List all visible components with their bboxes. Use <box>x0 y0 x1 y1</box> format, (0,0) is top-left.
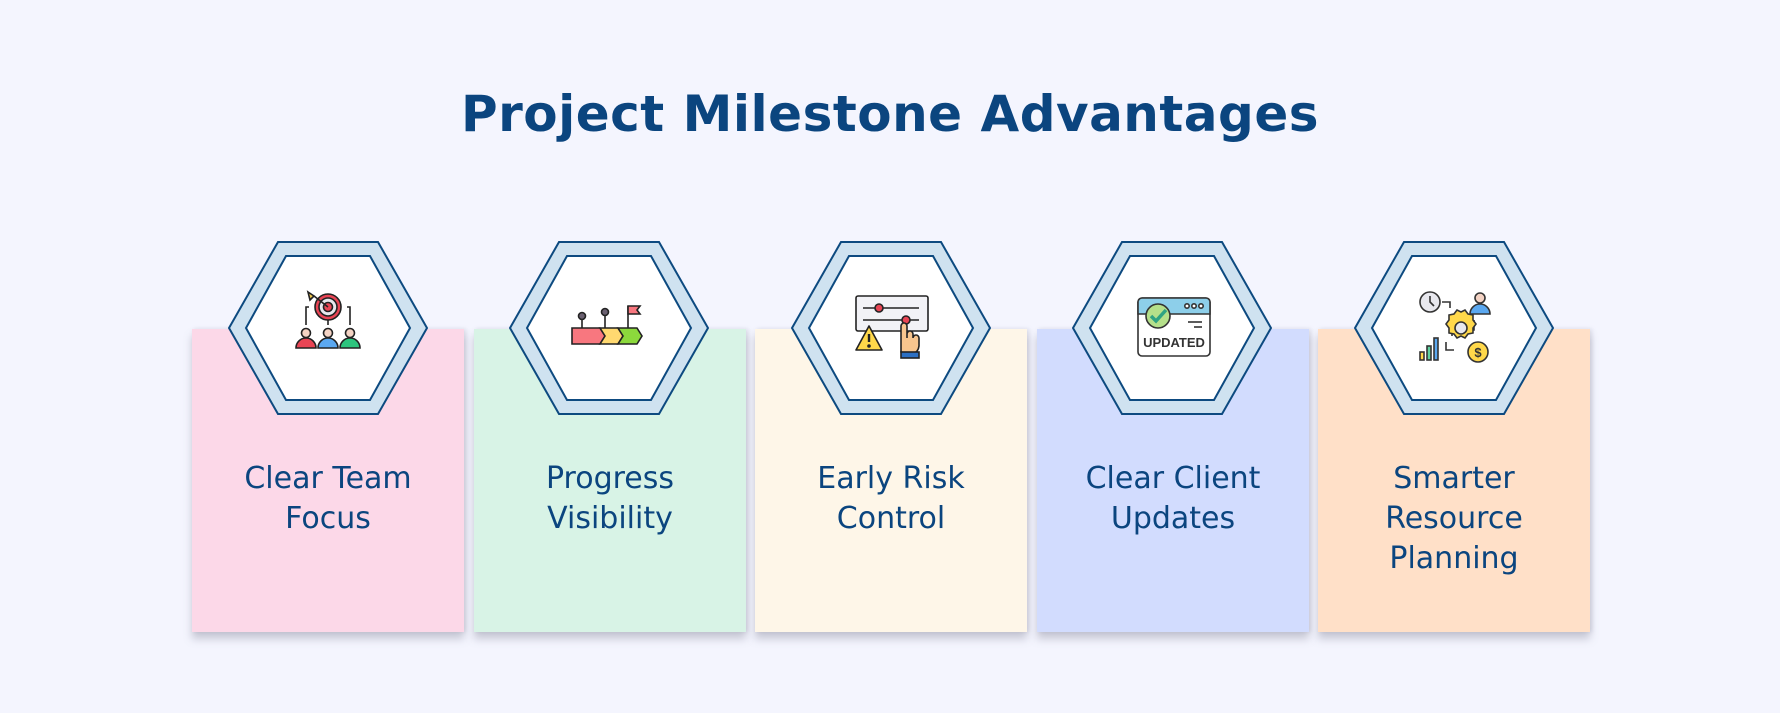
resource-planning-icon: $ <box>1419 291 1491 363</box>
milestone-progress-icon <box>571 305 643 345</box>
risk-control-icon <box>855 295 929 359</box>
card-label: Clear Client Updates <box>1085 461 1261 536</box>
hexagon-badge: UPDATED <box>1072 241 1272 415</box>
updated-text: UPDATED <box>1143 335 1205 350</box>
card-label: Progress Visibility <box>545 461 675 536</box>
page-title: Project Milestone Advantages <box>460 85 1320 143</box>
updated-window-icon: UPDATED <box>1137 297 1211 357</box>
card-label: Clear Team Focus <box>244 461 412 536</box>
dollar-sign-text: $ <box>1474 345 1482 360</box>
card-label: Early Risk Control <box>817 461 965 536</box>
target-team-icon <box>295 290 361 349</box>
hexagon-badge <box>228 241 428 415</box>
hexagon-badge <box>791 241 991 415</box>
hexagon-badge <box>509 241 709 415</box>
card-label: Smarter Resource Planning <box>1385 461 1523 576</box>
hexagon-badge: $ <box>1354 241 1554 415</box>
card-early-risk-control: Early Risk Control <box>755 329 1027 632</box>
